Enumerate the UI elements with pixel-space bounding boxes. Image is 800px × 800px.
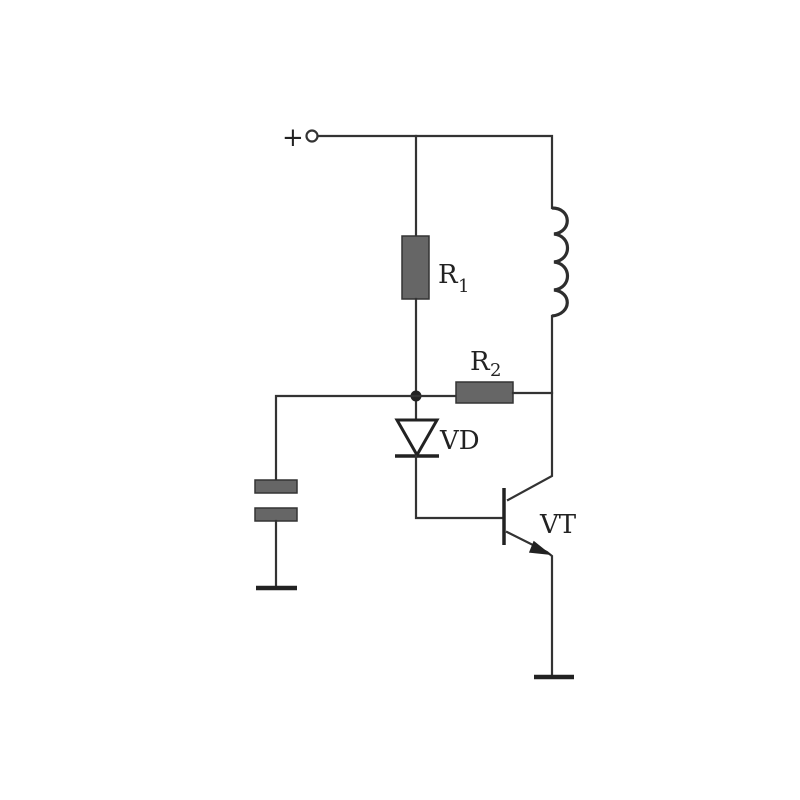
r2-subscript: 2 [490,360,501,381]
r2-label: R [470,347,491,377]
transistor-label: VT [539,510,577,540]
capacitor [254,479,298,522]
diode-label: VD [439,426,480,456]
transistor-vt [502,488,554,678]
r1-subscript: 1 [458,276,469,297]
resistor-r1 [401,235,430,300]
supply-plus-label: + [282,123,304,153]
resistor-r2 [455,381,514,404]
node-left-wire [274,394,418,482]
top-rail-wire [316,134,554,210]
supply-terminal: + [282,123,319,153]
diode-vd [394,418,440,459]
inductor-coil [551,206,570,318]
collector-wire [506,314,554,502]
r1-label: R [438,260,459,290]
base-wire [414,454,506,520]
